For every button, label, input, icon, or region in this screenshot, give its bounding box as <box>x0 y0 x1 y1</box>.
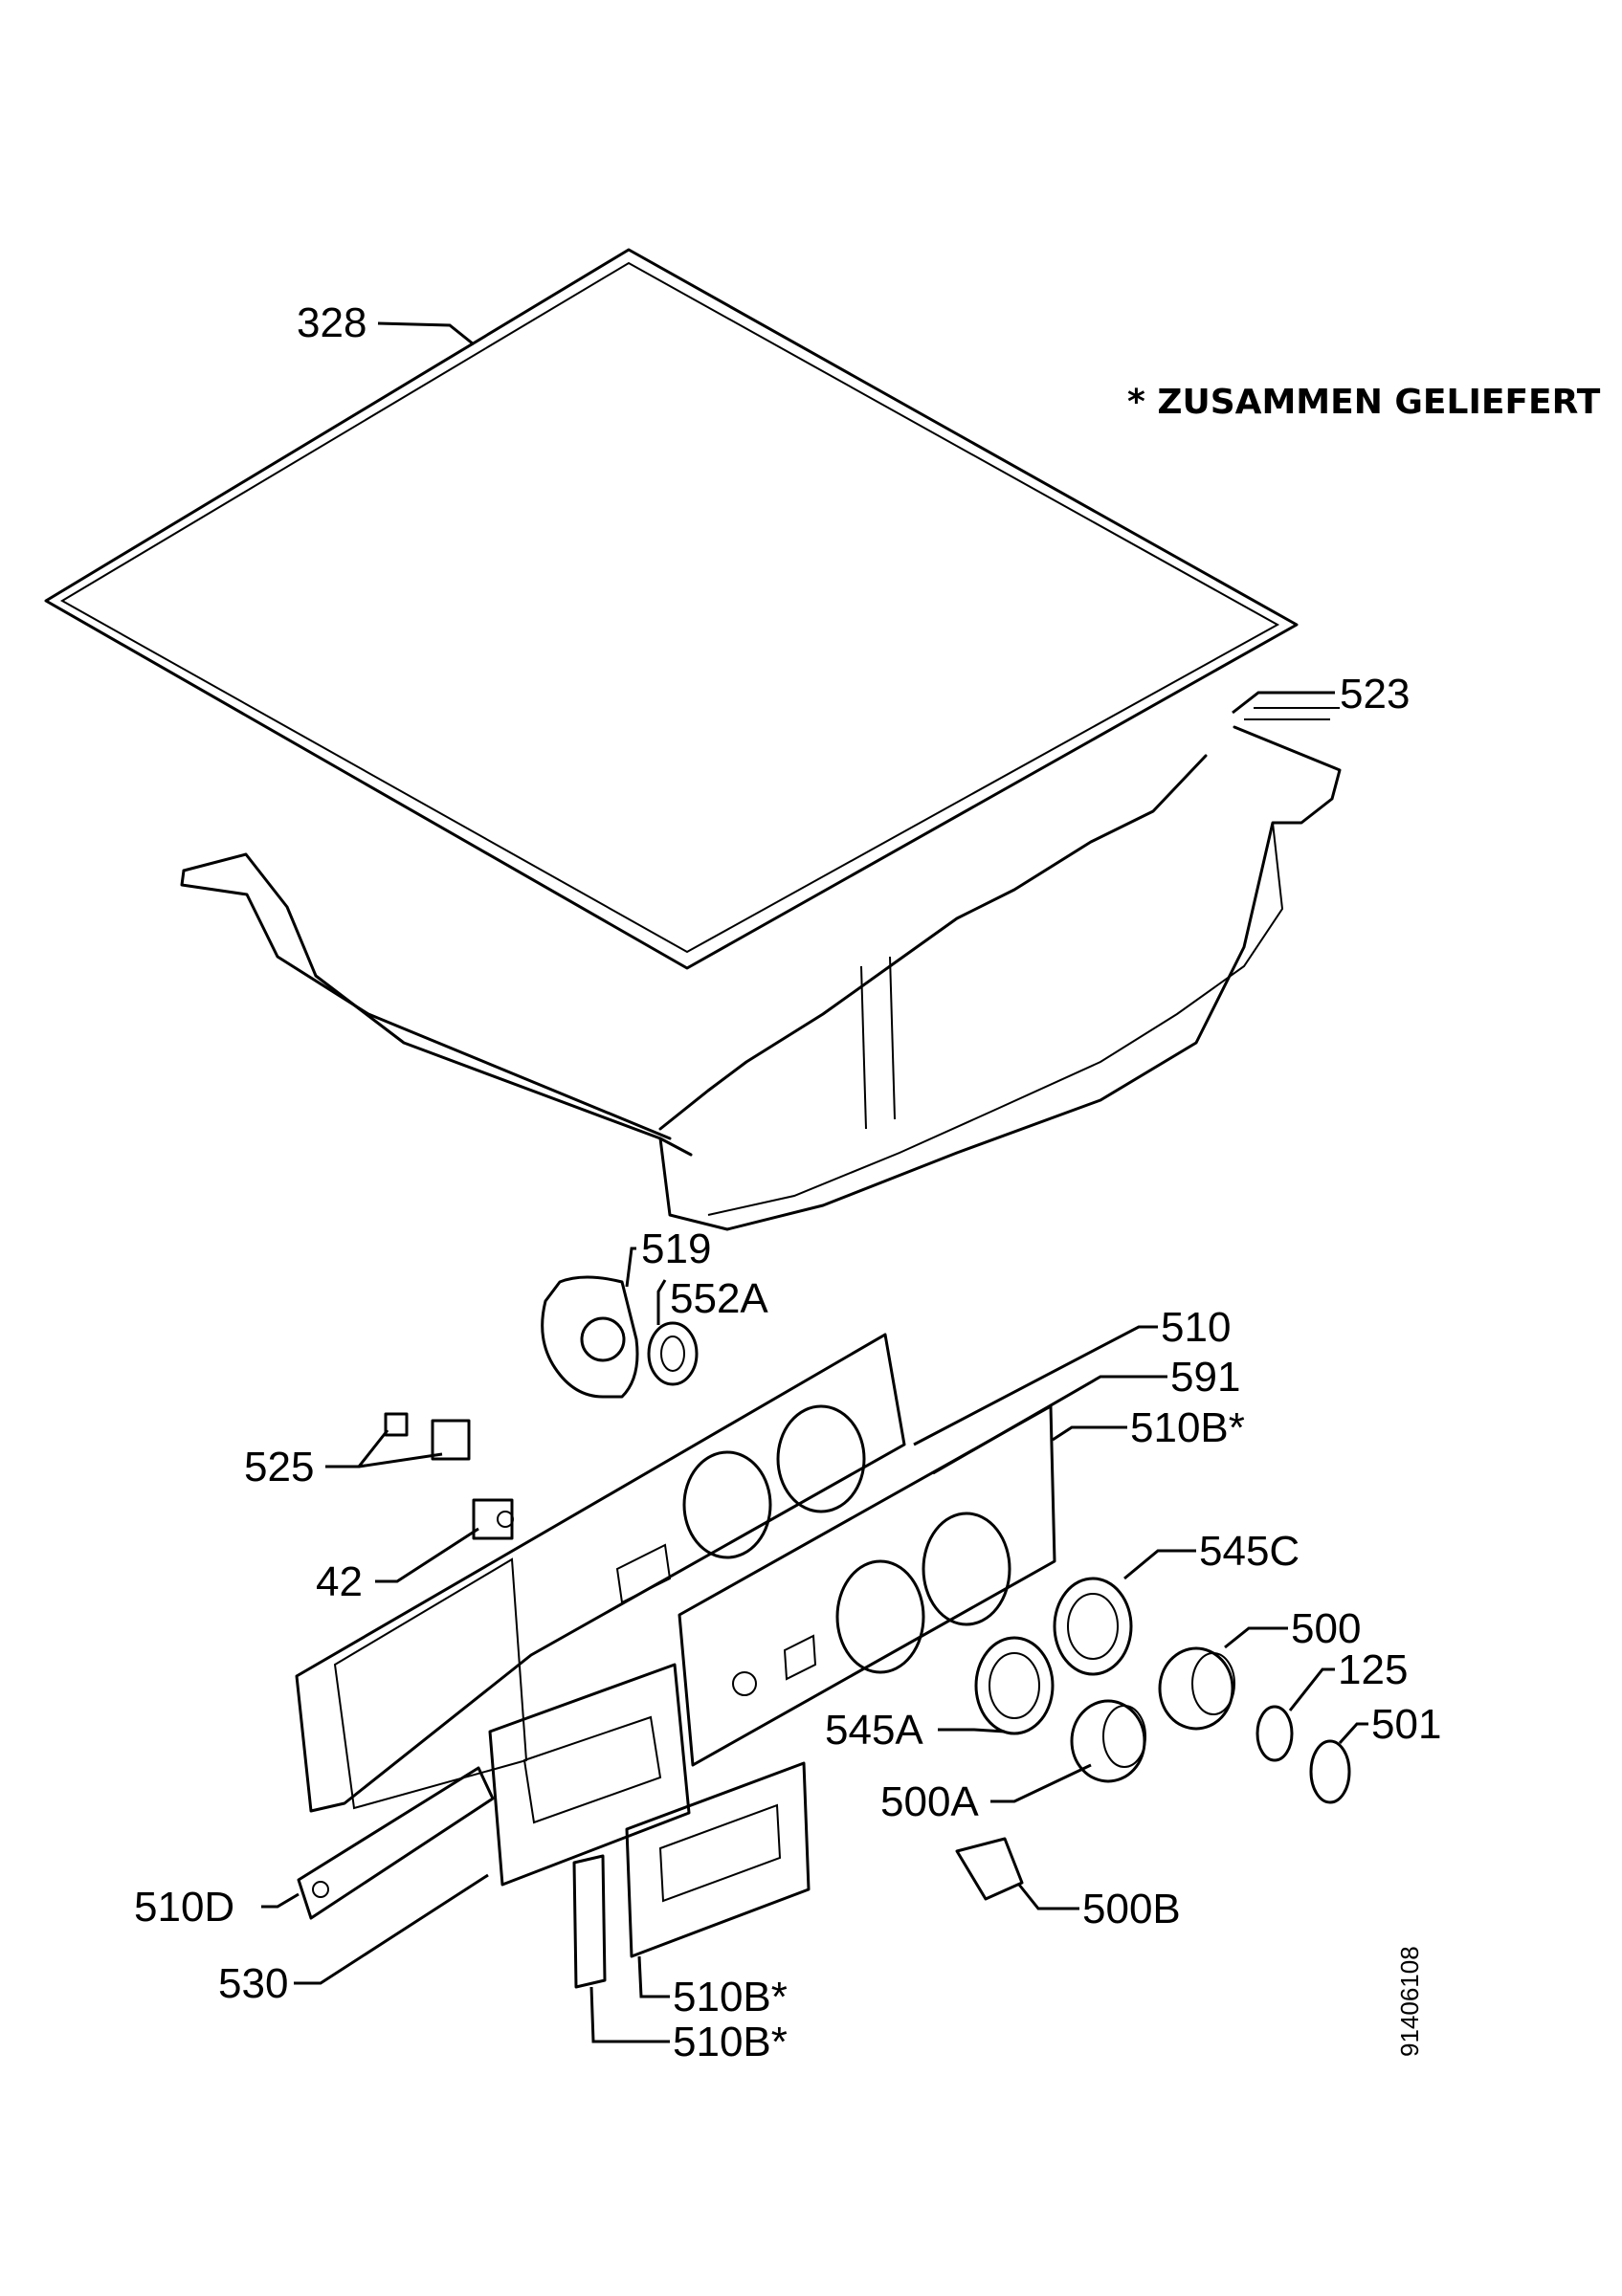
part-552a-ring <box>647 1321 699 1386</box>
label-42: 42 <box>316 1558 363 1605</box>
label-519: 519 <box>641 1225 711 1272</box>
label-500b: 500B <box>1082 1886 1181 1932</box>
label-545a: 545A <box>825 1707 923 1754</box>
drawing-number: 91406108 <box>1395 1946 1424 2057</box>
part-545c-bezel <box>1053 1577 1133 1676</box>
part-500a-knob <box>1070 1699 1146 1783</box>
label-545c: 545C <box>1199 1528 1300 1575</box>
part-42-switch <box>472 1498 514 1540</box>
label-591: 591 <box>1170 1354 1240 1401</box>
part-591-fascia <box>678 1404 1056 1767</box>
leader-lines <box>261 321 1368 2043</box>
label-328: 328 <box>297 299 367 346</box>
label-500a: 500A <box>880 1778 979 1825</box>
part-545a-bezel <box>974 1636 1055 1735</box>
label-510b-2: 510B* <box>673 1974 788 2020</box>
part-523-frame <box>180 707 1342 1231</box>
label-510d: 510D <box>134 1884 234 1931</box>
part-328-worktop <box>44 248 1299 970</box>
label-501: 501 <box>1371 1701 1441 1748</box>
part-510d-strip <box>297 1766 495 1920</box>
label-523: 523 <box>1340 671 1410 718</box>
part-525-clips <box>384 1412 471 1461</box>
label-125: 125 <box>1338 1646 1408 1693</box>
note-text: * ZUSAMMEN GELIEFERT <box>1127 383 1601 422</box>
label-525: 525 <box>244 1444 314 1490</box>
part-510b-panel-small <box>572 1854 607 1989</box>
part-510b-panel-large <box>625 1761 811 1958</box>
part-501-cap <box>1309 1739 1351 1804</box>
label-510b-3: 510B* <box>673 2019 788 2065</box>
label-530: 530 <box>218 1960 288 2007</box>
part-500-knob <box>1158 1646 1235 1731</box>
part-519-bracket <box>541 1275 639 1399</box>
label-500: 500 <box>1291 1605 1361 1652</box>
label-510: 510 <box>1161 1304 1231 1351</box>
label-510b-1: 510B* <box>1130 1404 1245 1451</box>
part-530-frame <box>488 1663 691 1887</box>
part-125-ring <box>1255 1705 1294 1762</box>
part-500b-spindle <box>955 1837 1024 1901</box>
part-510-panel <box>295 1333 906 1813</box>
label-552a: 552A <box>670 1275 768 1322</box>
